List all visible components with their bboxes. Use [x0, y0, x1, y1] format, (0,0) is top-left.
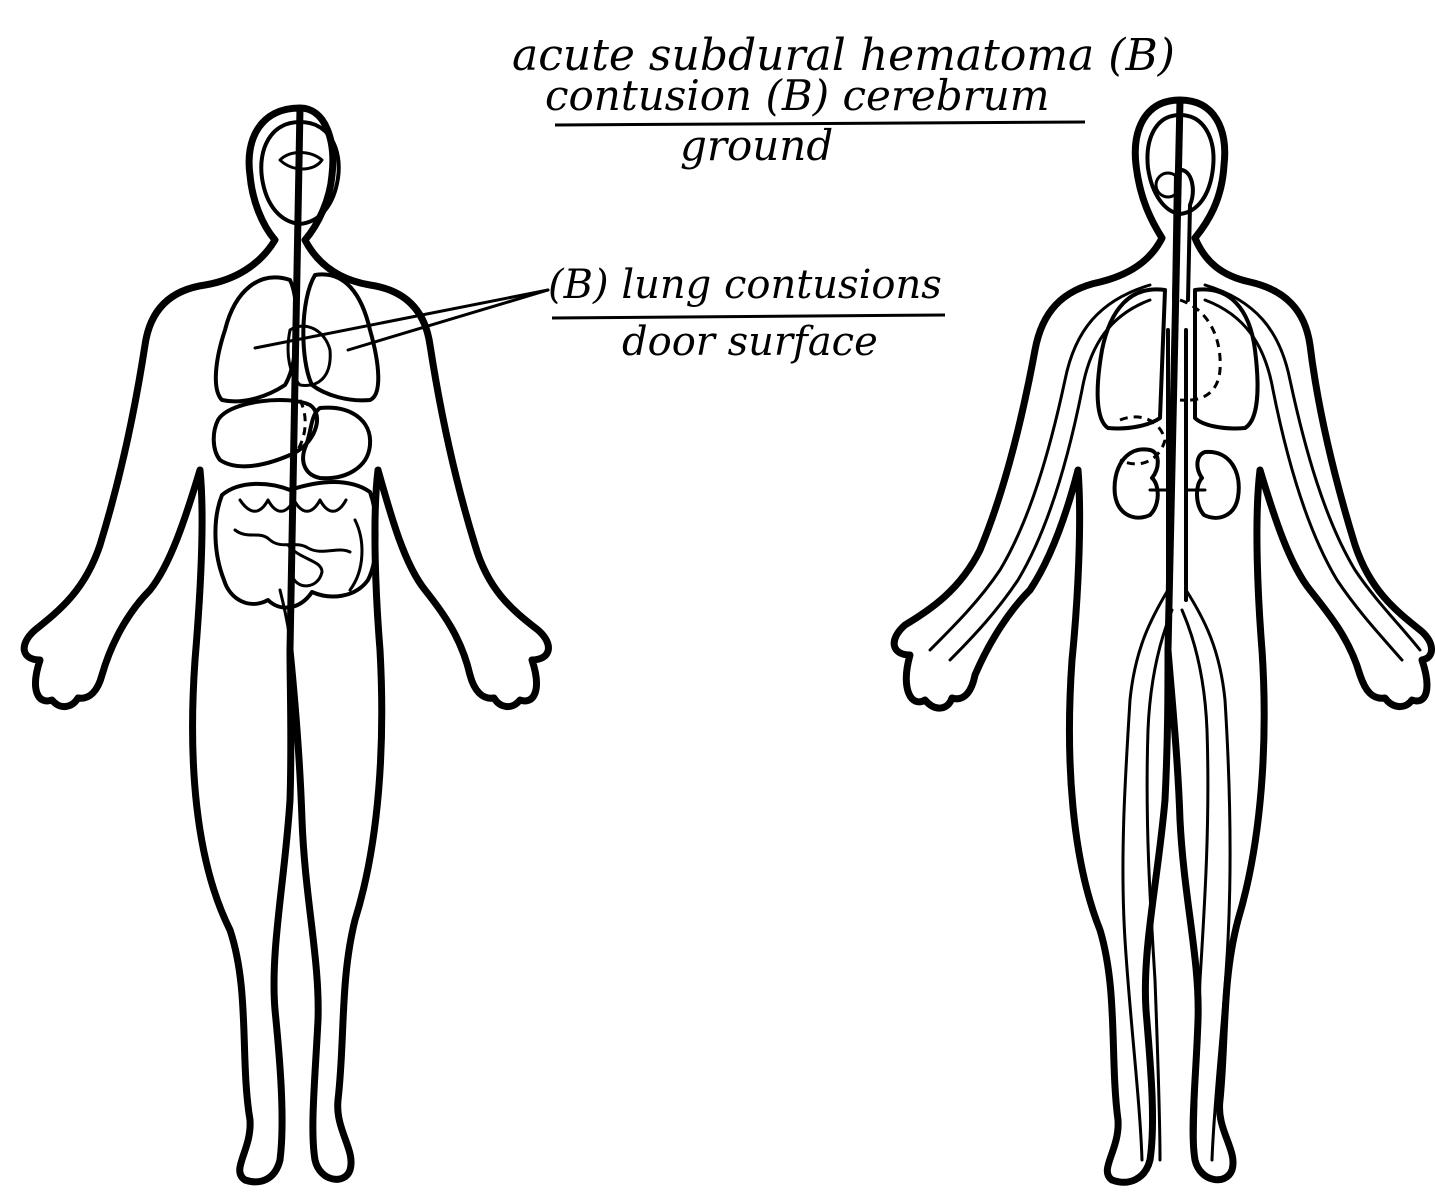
back-body-figure — [894, 100, 1431, 1182]
annotation-lung-underline — [552, 315, 945, 318]
front-body-outline — [24, 108, 548, 1182]
intestines — [215, 482, 376, 640]
annotation-lung-line2: door surface — [622, 319, 878, 365]
stomach — [303, 408, 370, 479]
annotation-head-line3: ground — [680, 121, 833, 170]
right-arm-vessel-inner — [1205, 300, 1402, 660]
left-lung — [216, 277, 297, 401]
annotations: acute subdural hematoma (B) contusion (B… — [255, 30, 1175, 365]
left-leg-vessel — [1123, 590, 1168, 1160]
annotation-head-line2: contusion (B) cerebrum — [545, 71, 1050, 120]
annotation-lung-line1: (B) lung contusions — [548, 262, 942, 308]
front-body-figure — [24, 108, 548, 1182]
lung-leader-line-right — [348, 290, 548, 350]
left-arm-vessel-inner — [950, 300, 1150, 660]
right-kidney — [1197, 452, 1239, 518]
